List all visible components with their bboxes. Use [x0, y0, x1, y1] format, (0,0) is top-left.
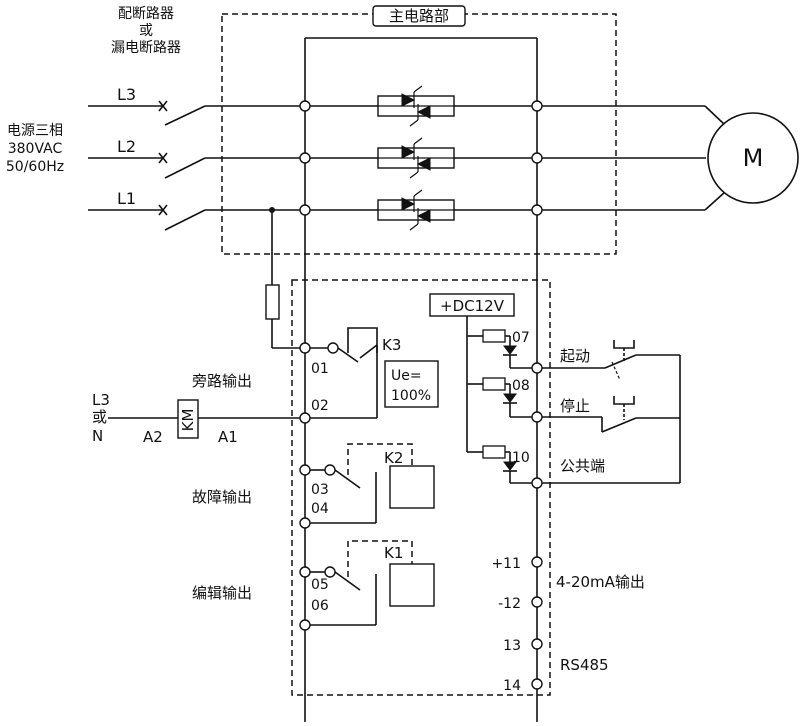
km-a2-label: A2	[143, 428, 163, 446]
power-label-line2: 380VAC	[8, 141, 63, 157]
terminal-07: 07	[512, 330, 530, 346]
relay-k3-label: K3	[382, 336, 401, 354]
km-a1-label: A1	[218, 428, 238, 446]
common-label: 公共端	[560, 457, 605, 475]
phase-line-l2: L2	[88, 137, 300, 179]
phase-label-l2: L2	[117, 137, 136, 156]
dc12v-box	[429, 293, 515, 317]
phase-label-l3: L3	[117, 85, 136, 104]
program-output-label: 编辑输出	[192, 584, 252, 602]
contactor-km: L3 或 N KM A2 A1	[92, 391, 300, 446]
terminal-05: 05	[311, 577, 329, 593]
km-source-n: N	[92, 427, 103, 445]
terminal-02: 02	[311, 398, 329, 414]
input-circuit-10: 10	[482, 445, 543, 489]
bypass-relay-k3: K3 01 02	[299, 327, 401, 424]
breaker-label-line2: 或	[139, 23, 153, 39]
ue-label-line1: Ue=	[391, 368, 422, 384]
terminal-13: 13	[503, 638, 521, 654]
bypass-output-label: 旁路输出	[192, 372, 252, 390]
start-button-switch: 起动	[542, 340, 680, 381]
fault-relay-k2: K2 03 04	[299, 443, 435, 529]
input-circuit-07: 07	[482, 329, 543, 374]
breaker-label-line1: 配断路器	[118, 6, 174, 22]
rs485-label: RS485	[560, 656, 609, 674]
start-label: 起动	[560, 347, 590, 365]
power-label-line1: 电源三相	[7, 123, 63, 139]
stop-label: 停止	[560, 397, 590, 415]
input-circuit-08: 08	[482, 377, 543, 423]
phase-label-l1: L1	[117, 189, 136, 208]
terminal-01: 01	[311, 361, 329, 377]
terminal-plus-11: +11	[491, 556, 521, 572]
fault-output-label: 故障输出	[192, 488, 252, 506]
main-circuit-title-box	[372, 5, 466, 27]
relay-k1-label: K1	[384, 544, 403, 562]
terminal-14: 14	[503, 678, 521, 694]
analog-output-label: 4-20mA输出	[556, 573, 645, 591]
terminal-04: 04	[311, 501, 329, 517]
km-source-or: 或	[92, 408, 107, 426]
motor-symbol	[707, 112, 799, 204]
terminal-08: 08	[512, 378, 530, 394]
terminal-10: 10	[512, 450, 530, 466]
terminal-06: 06	[311, 598, 329, 614]
terminal-03: 03	[311, 482, 329, 498]
phase-line-l1: L1	[88, 189, 300, 231]
relay-k2-label: K2	[384, 449, 403, 467]
ue-setting-box	[384, 360, 439, 408]
motor-label: M	[743, 144, 764, 172]
thyristor-l1	[377, 189, 455, 231]
dc12v-label: +DC12V	[440, 297, 505, 315]
main-circuit-title: 主电路部	[389, 7, 449, 25]
phase-line-l3: L3	[88, 85, 300, 126]
power-label-line3: 50/60Hz	[6, 159, 64, 175]
km-label: KM	[179, 409, 197, 432]
main-circuit-box	[221, 13, 617, 255]
thyristor-l3	[377, 85, 455, 127]
program-relay-k1: K1 05 06	[299, 540, 435, 631]
stop-button-switch: 停止	[542, 396, 680, 433]
control-circuit-box	[291, 279, 551, 696]
thyristor-l2	[377, 137, 455, 179]
terminal-minus-12: -12	[498, 596, 521, 612]
ue-label-line2: 100%	[391, 388, 431, 404]
bypass-resistor	[265, 284, 280, 320]
breaker-label-line3: 漏电断路器	[111, 40, 181, 56]
km-source-l3: L3	[92, 391, 110, 409]
